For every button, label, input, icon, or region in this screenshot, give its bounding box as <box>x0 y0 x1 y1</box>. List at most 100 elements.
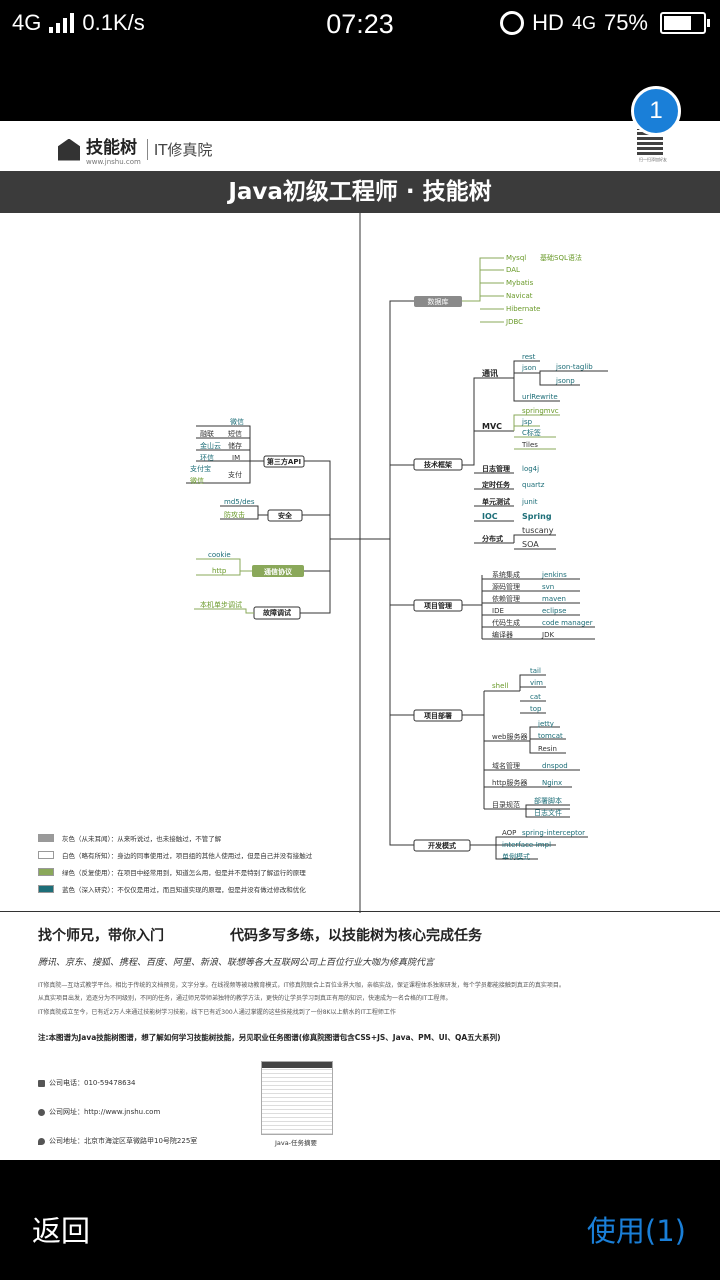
phone-icon <box>38 1079 45 1087</box>
pm-value: code manager <box>542 619 593 627</box>
pm-key: 系统集成 <box>492 570 520 579</box>
web-item: jetty <box>537 720 554 728</box>
qr-caption: 扫一扫添加好友 <box>639 157 667 162</box>
http-value: Nginx <box>542 779 562 787</box>
ioc-node: IOC <box>482 512 498 521</box>
selection-count-badge[interactable]: 1 <box>631 86 681 136</box>
dir-item: 部署脚本 <box>534 796 562 805</box>
web-item: Resin <box>538 745 557 753</box>
brand-partner: IT修真院 <box>146 139 212 160</box>
dist-item: SOA <box>522 540 539 549</box>
pm-value: svn <box>542 583 554 591</box>
back-button[interactable]: 返回 <box>32 1214 91 1248</box>
legend-row: 蓝色（深入研究）：不仅仅是用过，而且知道实现的原理，但是并没有做过修改和优化 <box>38 880 312 897</box>
pm-key: 源码管理 <box>492 582 520 591</box>
api-provider: 支付宝 <box>190 464 211 473</box>
dir-node: 目录规范 <box>492 800 520 809</box>
shell-item: cat <box>530 693 541 701</box>
protocol-node: 通信协议 <box>264 567 293 576</box>
legend-swatch <box>38 850 54 859</box>
location-icon <box>38 1137 45 1145</box>
image-preview[interactable]: 技能树 www.jnshu.com IT修真院 扫一扫添加好友 Java初级工程… <box>0 121 720 1160</box>
brand-name: 技能树 <box>86 138 137 158</box>
status-bar: 4G 0.1K/s 07:23 HD 4G 75% <box>0 0 720 50</box>
deploy-node: 项目部署 <box>424 711 452 720</box>
db-item: JDBC <box>505 318 523 326</box>
image-title: Java初级工程师 · 技能树 <box>0 171 720 213</box>
shell-item: top <box>530 705 542 713</box>
legend-swatch <box>38 867 54 876</box>
aop-value: spring-interceptor <box>522 829 585 837</box>
hd-label: HD <box>532 10 564 35</box>
db-item: Mysql <box>506 254 526 262</box>
api-provider: 微信 <box>190 476 204 485</box>
log-node: 日志管理 <box>482 464 510 473</box>
section-divider <box>0 911 720 912</box>
mvc-item: C标签 <box>522 428 541 437</box>
web-item: tomcat <box>538 732 563 740</box>
domain-value: dnspod <box>542 762 568 770</box>
aop-node: AOP <box>502 829 516 837</box>
db-node: 数据库 <box>428 297 449 306</box>
api-item: 微信 <box>230 417 244 426</box>
pm-value: maven <box>542 595 566 603</box>
pm-value: jenkins <box>541 571 567 579</box>
legend-text: 蓝色（深入研究）：不仅仅是用过，而且知道实现的原理，但是并没有做过修改和优化 <box>62 885 306 894</box>
globe-icon <box>38 1108 45 1116</box>
db-item: Mybatis <box>506 279 534 287</box>
api-provider: 金山云 <box>200 441 221 450</box>
phone-text: 公司电话：010-59478634 <box>49 1079 136 1087</box>
pm-key: IDE <box>492 607 504 615</box>
timer-node: 定时任务 <box>482 480 511 489</box>
legend-text: 绿色（反复使用）：在项目中经常用到，知道怎么用，但是并不是特别了解运行的原理 <box>62 868 306 877</box>
dev-node: 开发模式 <box>428 841 456 850</box>
comm-item: urlRewrite <box>522 393 558 401</box>
project-node: 项目管理 <box>424 601 452 610</box>
legend-row: 绿色（反复使用）：在项目中经常用到，知道怎么用，但是并不是特别了解运行的原理 <box>38 863 312 880</box>
mvc-item: jsp <box>521 418 533 426</box>
contact-address: 公司地址：北京市海淀区草微路甲10号院225室 <box>38 1136 197 1146</box>
alarm-icon <box>500 11 525 35</box>
db-item: Hibernate <box>506 305 541 313</box>
ioc-value: Spring <box>522 512 552 521</box>
battery-icon <box>660 12 710 34</box>
site-text: 公司网址：http://www.jnshu.com <box>49 1108 161 1116</box>
legend-row: 灰色（从未耳闻）：从来听说过，也未接触过，不管了解 <box>38 829 312 846</box>
db-item: DAL <box>506 266 520 274</box>
comm-item: jsonp <box>555 377 575 385</box>
clock: 07:23 <box>326 9 394 39</box>
http-node: http服务器 <box>492 778 527 787</box>
legend-row: 白色（略有所知）：身边的同事使用过，项目组的其他人使用过，但是自己并没有接触过 <box>38 846 312 863</box>
comm-node: 通讯 <box>482 368 498 378</box>
promo-paragraph: IT修真院—互动式教学平台。相比于传统的文档预览，文字分享。在线视频等被动教育模… <box>38 982 565 989</box>
address-text: 公司地址：北京市海淀区草微路甲10号院225室 <box>49 1137 198 1145</box>
legend-text: 灰色（从未耳闻）：从来听说过，也未接触过，不管了解 <box>62 834 222 843</box>
domain-node: 域名管理 <box>492 761 520 770</box>
api-item: 短信 <box>228 429 242 438</box>
brand-url: www.jnshu.com <box>86 158 141 166</box>
use-button[interactable]: 使用(1) <box>586 1214 686 1248</box>
pm-key: 编译器 <box>492 630 513 639</box>
contact-phone: 公司电话：010-59478634 <box>38 1078 136 1088</box>
api-provider: 融联 <box>200 429 214 438</box>
image-header: 技能树 www.jnshu.com IT修真院 扫一扫添加好友 <box>0 121 720 172</box>
network-right-label: 4G <box>571 12 596 33</box>
network-speed: 0.1K/s <box>82 10 145 35</box>
mvc-node: MVC <box>482 422 502 431</box>
pm-key: 依赖管理 <box>492 594 520 603</box>
api-item: 储存 <box>228 441 242 450</box>
api-provider: 环信 <box>200 453 214 462</box>
status-right: HD 4G 75% <box>500 10 710 36</box>
api-item: 支付 <box>228 470 242 479</box>
shell-item: vim <box>530 679 543 687</box>
api-item: IM <box>232 454 240 462</box>
pm-value: eclipse <box>542 607 566 615</box>
db-item: Navicat <box>506 292 533 300</box>
promo-subtitle: 腾讯、京东、搜狐、携程、百度、阿里、新浪、联想等各大互联网公司上百位行业大咖为修… <box>38 958 435 968</box>
thumbnail-caption: Java-任务摘要 <box>274 1139 318 1147</box>
dist-node: 分布式 <box>482 534 503 543</box>
pm-value: JDK <box>541 631 554 639</box>
promo-heading: 代码多写多练，以技能树为核心完成任务 <box>230 928 482 944</box>
legend-swatch <box>38 833 54 842</box>
dev-item: 单例模式 <box>502 852 530 861</box>
